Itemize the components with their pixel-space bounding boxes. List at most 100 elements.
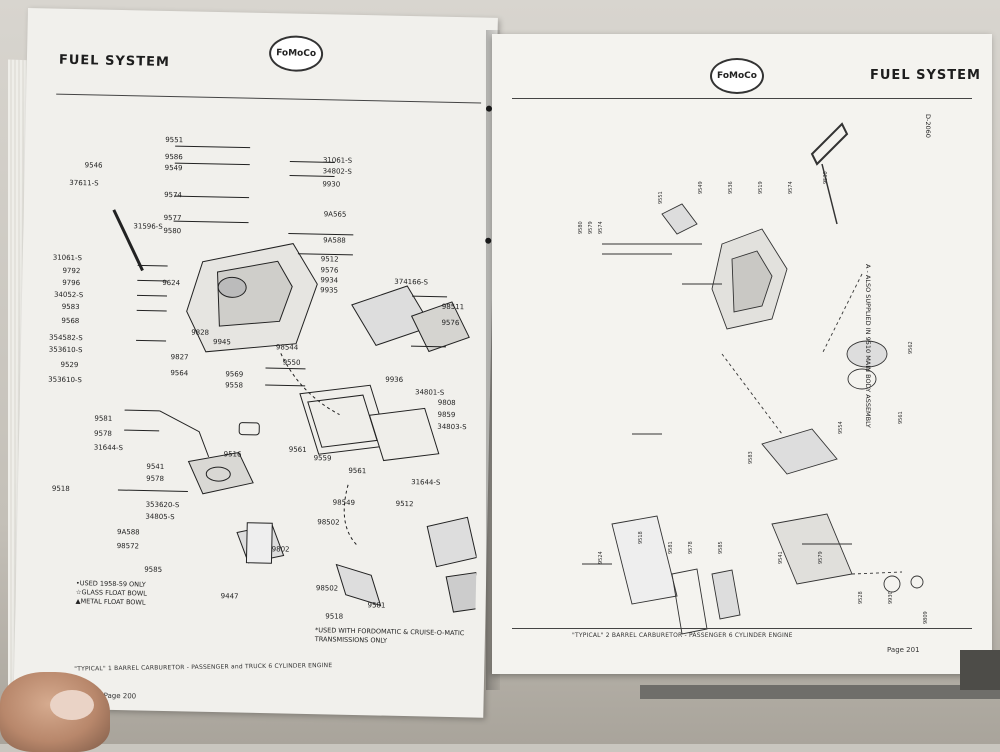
part-number-label: 98572: [116, 541, 140, 551]
part-number-label: 353610-S: [48, 345, 83, 355]
part-number-label: 374166-S: [394, 277, 429, 287]
thumbnail: [50, 690, 94, 720]
part-number-label: 9569: [225, 370, 244, 379]
part-number-label: 9561: [348, 466, 367, 476]
svg-text:9524: 9524: [598, 551, 604, 564]
part-number-label: 9518: [325, 612, 344, 621]
part-number-label: 9541: [146, 462, 165, 471]
page-number: Page 200: [103, 691, 137, 701]
svg-text:9561: 9561: [898, 411, 904, 424]
part-number-label: 353610-S: [48, 375, 83, 385]
svg-text:9809: 9809: [923, 611, 929, 624]
part-number-label: 9568: [61, 316, 80, 326]
svg-text:9574: 9574: [788, 181, 794, 194]
part-number-label: 31644-S: [411, 478, 441, 487]
part-number-label: 9558: [225, 381, 244, 390]
svg-text:9579: 9579: [818, 551, 824, 564]
part-number-label: 9576: [441, 318, 460, 328]
svg-text:9574: 9574: [598, 221, 604, 234]
part-number-label: 9586: [164, 152, 183, 162]
part-number-label: 9859: [437, 410, 456, 420]
part-number-label: 34052-S: [53, 290, 84, 300]
part-number-label: 9577: [163, 213, 182, 223]
svg-text:9554: 9554: [838, 421, 844, 434]
part-number-label: 9A588: [323, 236, 346, 245]
part-number-label: 9580: [163, 226, 182, 236]
part-number-label: 31596-S: [133, 222, 163, 231]
part-number-label: 37611-S: [69, 178, 99, 188]
logo-text: FoMoCo: [276, 48, 317, 60]
svg-text:9536: 9536: [728, 181, 734, 194]
part-number-label: 354582-S: [49, 333, 83, 343]
left-page-header: FUEL SYSTEM: [58, 52, 171, 70]
part-number-label: 31061-S: [322, 156, 353, 165]
part-number-label: 98549: [332, 498, 356, 507]
part-number-label: 9792: [62, 266, 81, 276]
desk-corner: [960, 650, 1000, 690]
side-code: D-2060: [924, 114, 932, 138]
svg-text:9581: 9581: [668, 541, 674, 554]
svg-text:9549: 9549: [698, 181, 704, 194]
part-number-label: 9A565: [323, 210, 347, 219]
svg-text:9519: 9519: [758, 181, 764, 194]
fomoco-logo-right: FoMoCo: [710, 58, 764, 94]
part-number-label: 98511: [441, 302, 465, 312]
svg-text:9578: 9578: [688, 541, 694, 554]
part-number-label: 9934: [320, 276, 339, 285]
part-number-label: 9930: [322, 180, 341, 189]
part-number-label: 9550: [282, 358, 301, 367]
part-number-label: 9512: [395, 499, 414, 509]
part-number-label: 9581: [367, 601, 386, 610]
part-number-label: 34805-S: [145, 512, 175, 522]
part-number-label: 9581: [94, 414, 113, 423]
part-number-label: 9802: [271, 545, 290, 554]
part-number-label: 9808: [437, 398, 456, 408]
svg-text:9930: 9930: [888, 591, 894, 604]
desk-strip: [640, 685, 1000, 699]
part-number-label: 9576: [320, 266, 339, 275]
fomoco-logo-left: FoMoCo: [268, 35, 324, 73]
svg-text:9562: 9562: [908, 341, 914, 354]
svg-text:9580: 9580: [578, 221, 584, 234]
svg-text:9528: 9528: [858, 591, 864, 604]
logo-text: FoMoCo: [717, 71, 757, 81]
part-number-label: 31644-S: [93, 443, 124, 453]
part-number-label: 9578: [146, 474, 165, 483]
part-number-label: 34803-S: [437, 422, 467, 432]
part-number-label: 9447: [220, 592, 239, 601]
part-number-label: 9516: [223, 450, 242, 459]
part-number-label: 353620-S: [145, 500, 180, 510]
part-number-label: 9559: [313, 454, 332, 463]
page-number: Page 201: [887, 646, 920, 654]
part-number-label: 9578: [94, 429, 113, 438]
svg-text:9518: 9518: [638, 531, 644, 544]
part-number-label: 9935: [320, 286, 339, 295]
part-number-label: 34802-S: [322, 167, 352, 176]
right-page-header: FUEL SYSTEM: [870, 68, 981, 83]
part-number-label: 9A588: [116, 527, 140, 537]
carburetor-exploded-diagram: [112, 145, 485, 613]
svg-text:9530: 9530: [823, 171, 829, 184]
part-number-label: 98502: [317, 518, 340, 527]
side-note: A - ALSO SUPPLIED IN 9510 MAIN BODY ASSE…: [864, 264, 872, 428]
part-number-label: 9549: [164, 163, 183, 173]
part-number-label: 9561: [288, 445, 307, 454]
part-number-label: 9945: [212, 337, 231, 347]
part-number-label: 9796: [62, 278, 81, 288]
footnote-item: ▲METAL FLOAT BOWL: [75, 597, 146, 607]
part-number-label: 9936: [385, 375, 404, 384]
part-number-label: 9518: [51, 484, 70, 493]
footer-rule: [512, 628, 972, 629]
right-page: FoMoCo FUEL SYSTEM: [492, 34, 992, 674]
diagram-caption: "TYPICAL" 2 BARREL CARBURETOR - PASSENGE…: [572, 632, 793, 639]
part-number-label: 98502: [315, 584, 339, 593]
svg-text:9583: 9583: [748, 451, 754, 464]
diagram-caption: "TYPICAL" 1 BARREL CARBURETOR - PASSENGE…: [74, 662, 333, 673]
svg-text:9585: 9585: [718, 541, 724, 554]
part-number-label: 9546: [84, 161, 103, 170]
part-number-label: 9551: [165, 135, 184, 145]
part-number-label: 9574: [164, 190, 183, 200]
svg-text:9551: 9551: [658, 191, 664, 204]
part-number-label: 9828: [191, 328, 210, 337]
svg-text:9541: 9541: [778, 551, 784, 564]
